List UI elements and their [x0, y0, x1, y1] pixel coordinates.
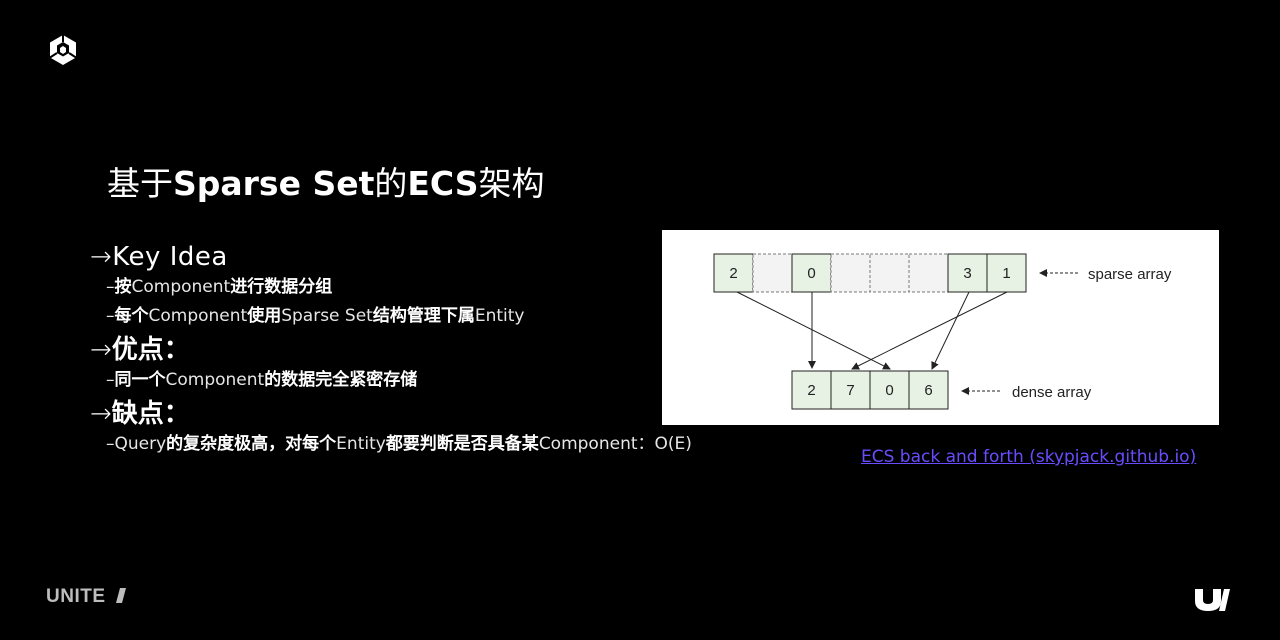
dash-marker: – — [106, 306, 115, 326]
bullet-text: Sparse Set — [281, 306, 373, 326]
title-part-1: 基于 — [107, 164, 173, 203]
array-cell-value: 0 — [807, 265, 815, 282]
map-arrow — [931, 291, 970, 370]
bullet-text: Component — [165, 370, 265, 390]
unite-logo: UNITE — [46, 586, 126, 604]
arrow-right-icon: → — [90, 399, 112, 429]
title-part-2: Sparse Set — [173, 164, 375, 203]
array-cell — [986, 253, 1027, 293]
empty-array-cell — [869, 253, 910, 293]
bullet-text: 每个 — [114, 306, 149, 326]
bullet-text: 进行数据分组 — [230, 277, 333, 297]
bullet-text: Component — [131, 277, 231, 297]
u-logo-icon — [1195, 589, 1230, 611]
bullet-text: 同一个 — [114, 370, 166, 390]
array-cell-value: 0 — [885, 382, 893, 399]
dense-array-label: dense array — [1012, 384, 1092, 401]
bullet-item: –按Component进行数据分组 — [90, 275, 790, 304]
dense-array: 2 7 0 6 — [791, 370, 949, 410]
bullet-item: –Query的复杂度极高，对每个Entity都要判断是否具备某Component… — [90, 432, 790, 461]
array-cell — [947, 253, 988, 293]
bullet-text: 都要判断是否具备某 — [385, 434, 539, 454]
arrow-right-icon: → — [90, 335, 112, 365]
bullet-text: 使用 — [247, 306, 282, 326]
dash-marker: – — [106, 434, 115, 454]
bullet-item: –每个Component使用Sparse Set结构管理下属Entity — [90, 304, 790, 333]
bullet-text: Query — [114, 434, 167, 454]
array-cell — [713, 253, 754, 293]
map-arrow — [736, 291, 891, 370]
unity-cube-icon — [49, 35, 77, 65]
empty-array-cell — [752, 253, 793, 293]
dash-marker: – — [106, 370, 115, 390]
bullet-text: Component：O(E) — [538, 434, 692, 454]
arrow-right-icon: → — [90, 242, 113, 272]
title-part-5: 架构 — [478, 164, 545, 203]
dash-marker: – — [106, 277, 115, 297]
bullet-text: 的数据完全紧密存储 — [264, 370, 418, 390]
bullet-text: 结构管理下属 — [372, 306, 475, 326]
section-heading-pros: →优点： — [90, 333, 790, 368]
svg-text:UNITE: UNITE — [46, 586, 106, 604]
bullet-text: Entity — [474, 306, 525, 326]
array-cell-value: 2 — [729, 265, 737, 282]
empty-array-cell — [908, 253, 949, 293]
array-cell-value: 1 — [1002, 265, 1010, 282]
bullet-text: 的复杂度极高，对每个 — [166, 434, 337, 454]
sparse-array-label: sparse array — [1088, 266, 1172, 283]
slide-title: 基于Sparse Set的ECS架构 — [107, 163, 545, 205]
title-part-3: 的 — [374, 164, 408, 203]
bullet-item: –同一个Component的数据完全紧密存储 — [90, 368, 790, 397]
section-heading-text: Key Idea — [112, 242, 228, 272]
source-link[interactable]: ECS back and forth (skypjack.github.io) — [861, 447, 1197, 467]
map-arrow — [851, 291, 1008, 370]
bullet-text: 按 — [114, 277, 132, 297]
array-cell — [908, 370, 949, 410]
section-heading-cons: →缺点： — [90, 397, 790, 432]
bullet-text: Entity — [336, 434, 386, 454]
title-part-4: ECS — [407, 164, 479, 203]
section-heading-text: 优点： — [111, 335, 190, 365]
array-cell-value: 3 — [963, 265, 971, 282]
array-cell — [869, 370, 910, 410]
section-heading-key-idea: →Key Idea — [90, 240, 790, 275]
section-heading-text: 缺点： — [111, 399, 190, 429]
bullet-text: Component — [148, 306, 248, 326]
array-cell-value: 6 — [924, 382, 932, 399]
array-cell-value: 2 — [807, 382, 815, 399]
array-cell-value: 7 — [846, 382, 854, 399]
empty-array-cell — [830, 253, 871, 293]
bullet-list: →Key Idea –按Component进行数据分组 –每个Component… — [90, 240, 790, 461]
